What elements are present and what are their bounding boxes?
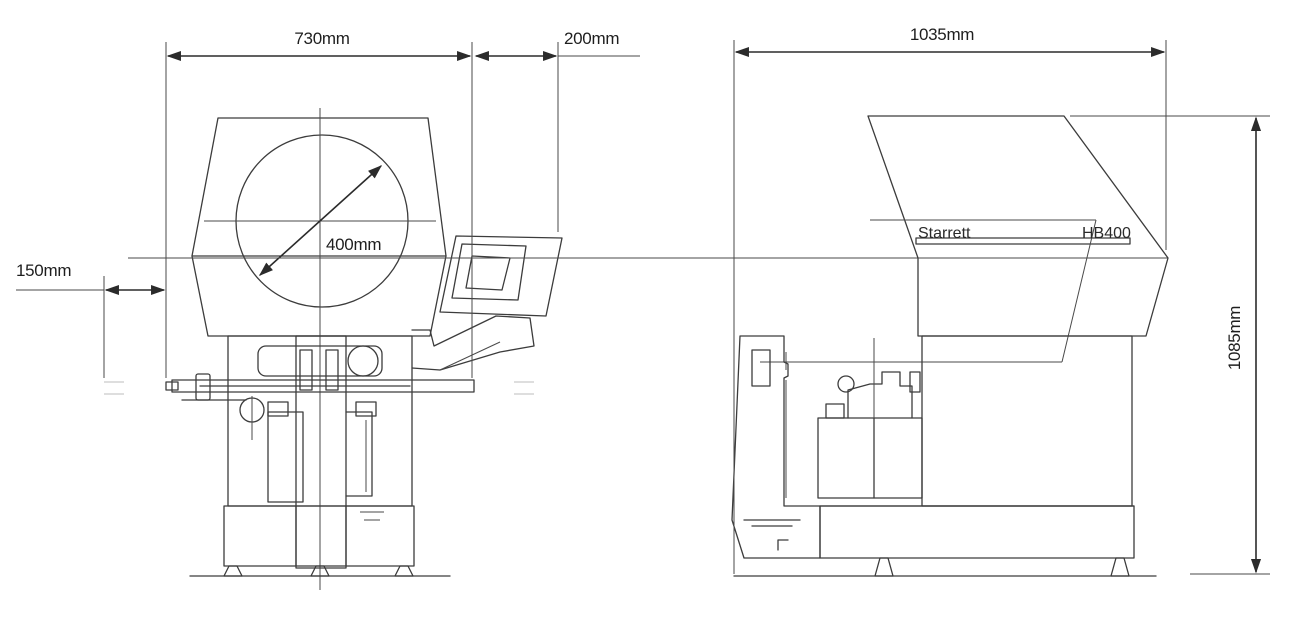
projector-head-side [867,115,1169,337]
diameter-arrow [258,165,383,276]
label-left-offset: 150mm [16,261,71,280]
front-view: 730mm 200mm 400mm 150mm [16,29,640,590]
base-side [819,505,1135,559]
label-side-depth: 1035mm [910,25,974,44]
stage-front [171,379,475,393]
display-arm [411,315,535,371]
label-front-width: 730mm [294,29,349,48]
model-label: HB400 [1082,225,1131,242]
side-view: 1035mm 1085mm Starrett HB400 [731,25,1270,577]
brand-label: Starrett [918,225,971,242]
dro-display [439,235,563,317]
label-display-offset: 200mm [564,29,619,48]
base-front [223,505,415,567]
label-screen-diameter: 400mm [326,235,381,254]
label-height: 1085mm [1225,306,1244,370]
